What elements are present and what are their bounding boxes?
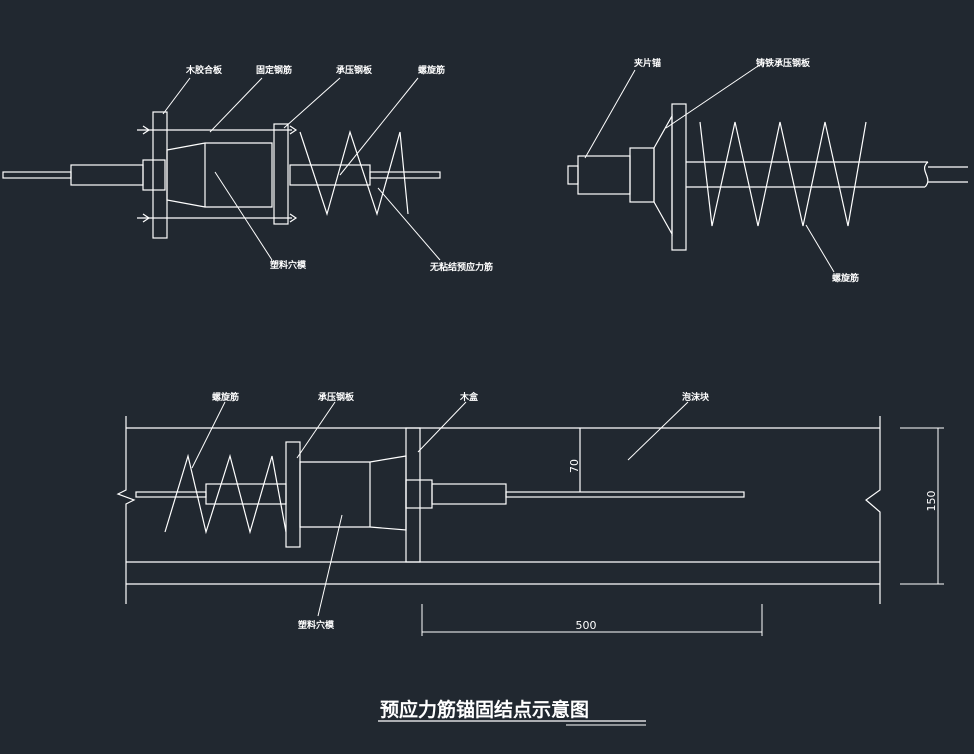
nail-mark <box>289 125 298 135</box>
label-wood-board: 木胶合板 <box>185 64 223 76</box>
plastic-cavity <box>166 142 273 208</box>
label-foam-block: 泡沫块 <box>682 391 710 403</box>
label-bearing-plate: 承压钢板 <box>318 391 355 403</box>
label-clamp-anchor: 夹片锚 <box>634 57 661 69</box>
tendon-inner <box>289 164 371 186</box>
spiral-rebar <box>299 129 409 217</box>
tendon-sheath <box>70 164 144 186</box>
label-wood-box: 木盒 <box>459 391 479 403</box>
tendon-right <box>505 491 745 498</box>
leader-wood-box <box>417 401 467 453</box>
spiral-rebar <box>164 453 287 535</box>
anchor-tip <box>567 165 579 185</box>
dim-depth-text: 150 <box>925 491 938 512</box>
leader-cast-plate <box>665 65 759 129</box>
anchor-head <box>629 147 655 203</box>
label-fixed-rebar: 固定钢筋 <box>256 64 292 76</box>
detail-c: 螺旋筋 承压钢板 木盒 泡沫块 塑料穴模 70 150 500 <box>116 391 944 636</box>
anchor-nut <box>142 159 166 191</box>
label-cast-bearing-plate: 铸铁承压钢板 <box>756 57 811 69</box>
nail-mark <box>289 213 298 223</box>
tendon-left <box>135 491 207 498</box>
tendon-left <box>2 171 72 179</box>
label-spiral-rebar: 螺旋筋 <box>832 272 859 284</box>
leader-cavity <box>317 514 343 617</box>
label-plastic-cavity: 塑料穴模 <box>298 619 335 631</box>
label-spiral-rebar: 螺旋筋 <box>418 64 445 76</box>
leader-bearing-plate <box>283 77 341 129</box>
label-spiral-rebar: 螺旋筋 <box>212 391 239 403</box>
leader-cavity <box>214 171 273 261</box>
plastic-cavity <box>299 455 407 531</box>
nail-mark <box>142 125 151 135</box>
break-line-right <box>865 416 881 604</box>
break-line-left <box>116 416 136 604</box>
leader-spiral <box>191 401 226 469</box>
wood-box <box>405 427 421 563</box>
detail-b: 夹片锚 铸铁承压钢板 螺旋筋 <box>567 57 968 284</box>
tendon-sheath <box>205 483 287 505</box>
bearing-plate <box>285 441 301 548</box>
leader-clamp-anchor <box>584 69 636 159</box>
leader-tendon <box>377 187 441 261</box>
cast-plate-cone <box>653 113 673 237</box>
label-bearing-plate: 承压钢板 <box>336 64 373 76</box>
spiral-rebar <box>699 121 867 227</box>
leader-fixed-rebar <box>209 77 263 133</box>
detail-a: 木胶合板 固定钢筋 承压钢板 螺旋筋 塑料穴模 无粘结预应力筋 <box>2 64 493 273</box>
leader-spiral <box>339 77 419 176</box>
leader-spiral <box>805 224 835 273</box>
dim-cover-text: 70 <box>568 459 581 473</box>
label-plastic-cavity: 塑料穴模 <box>270 259 307 271</box>
drawing-title: 预应力筋锚固结点示意图 <box>380 698 589 721</box>
break-mark <box>923 161 929 188</box>
dim-length-text: 500 <box>576 619 597 632</box>
cast-bearing-plate <box>671 103 687 251</box>
anchor-nut <box>405 479 433 509</box>
tendon-sheath-right <box>431 483 507 505</box>
leader-bearing-plate <box>296 401 336 459</box>
leader-foam-block <box>627 401 689 461</box>
clamp-anchor <box>577 155 631 195</box>
label-unbonded-tendon: 无粘结预应力筋 <box>429 261 493 273</box>
bearing-plate <box>273 123 289 225</box>
leader-wood-board <box>162 77 191 115</box>
nail-mark <box>142 213 151 223</box>
